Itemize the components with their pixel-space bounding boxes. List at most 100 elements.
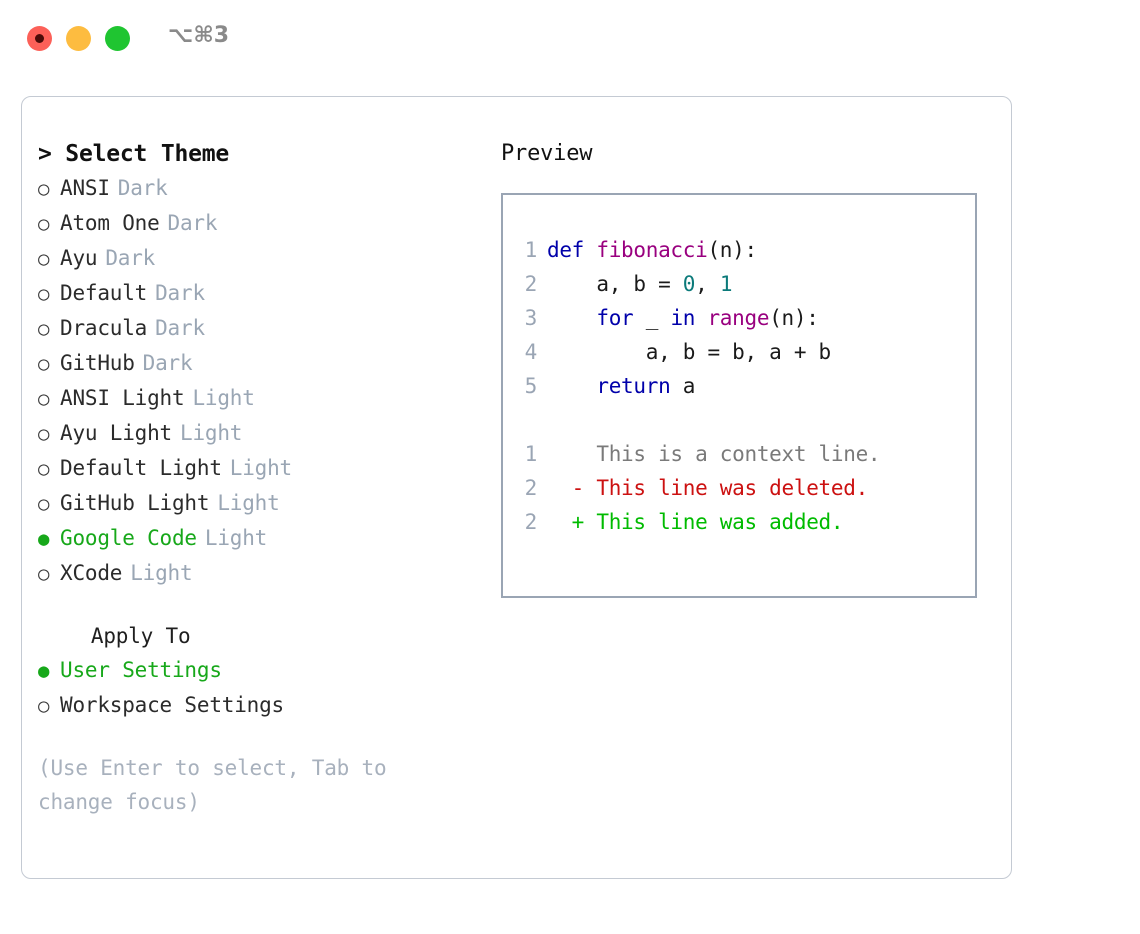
code-line: 5 return a [503, 369, 975, 403]
code-token-plain [695, 306, 707, 330]
theme-option-variant: Light [217, 491, 280, 515]
code-token-plain [547, 374, 596, 398]
code-line-text: for _ in range(n): [547, 301, 819, 335]
code-line-number: 3 [524, 306, 538, 330]
theme-option-variant: Dark [155, 316, 205, 340]
theme-option-variant: Dark [117, 176, 168, 200]
section-spacer [38, 591, 478, 619]
code-token-plain: (n): [707, 238, 757, 262]
select-theme-header: > Select Theme [38, 141, 230, 167]
radio-unselected-icon: ○ [38, 423, 50, 445]
theme-option-variant: Light [130, 561, 193, 585]
radio-unselected-icon: ○ [38, 213, 50, 235]
apply-to-option-label: User Settings [60, 658, 222, 682]
diff-line-text-del: - This line was deleted. [547, 476, 869, 500]
theme-option-label: ANSI [60, 176, 110, 200]
code-token-plain: a [670, 374, 696, 398]
code-line-number: 1 [524, 238, 538, 262]
apply-to-list: ●User Settings ○ Workspace Settings [38, 653, 478, 723]
code-token-kw: return [596, 374, 671, 398]
diff-line-number: 2 [524, 510, 538, 534]
theme-option-label: GitHub Light [60, 491, 210, 515]
theme-option-label: Default Light [60, 456, 222, 480]
theme-option-ayu-light[interactable]: ○ Ayu Light Light [38, 416, 478, 451]
code-token-kw: in [670, 306, 696, 330]
diff-line-text-ctx: This is a context line. [547, 442, 881, 466]
title-bar: ⌥⌘3 [0, 0, 1140, 78]
close-button[interactable] [27, 26, 52, 51]
apply-to-option-user-settings[interactable]: ●User Settings [38, 653, 478, 688]
radio-selected-icon: ● [38, 528, 50, 550]
code-line-number: 4 [524, 340, 538, 364]
code-diff-separator [503, 403, 975, 437]
theme-option-variant: Dark [167, 211, 218, 235]
theme-option-default-light[interactable]: ○ Default Light Light [38, 451, 478, 486]
theme-option-label: ANSI Light [60, 386, 185, 410]
theme-option-label: XCode [60, 561, 123, 585]
keyboard-shortcut-label: ⌥⌘3 [168, 23, 230, 48]
theme-option-label: Dracula [60, 316, 148, 340]
code-line: 3 for _ in range(n): [503, 301, 975, 335]
code-line: 2 a, b = 0, 1 [503, 267, 975, 301]
keyboard-hint: (Use Enter to select, Tab to change focu… [38, 756, 387, 814]
theme-option-google-code[interactable]: ● Google Code Light [38, 521, 478, 556]
theme-option-xcode[interactable]: ○ XCode Light [38, 556, 478, 591]
code-token-plain: _ [633, 306, 671, 330]
code-token-plain: , [695, 272, 720, 296]
theme-option-label: Google Code [60, 526, 197, 550]
theme-option-variant: Dark [155, 281, 205, 305]
code-token-plain: a, b = b, a + b [547, 340, 831, 364]
code-line: 1 def fibonacci(n): [503, 233, 975, 267]
radio-unselected-icon: ○ [38, 695, 50, 717]
diff-line-number: 2 [524, 476, 538, 500]
code-token-kw: def [547, 238, 597, 262]
radio-unselected-icon: ○ [38, 353, 50, 375]
theme-option-ansi[interactable]: ○ ANSI Dark [38, 171, 478, 206]
radio-unselected-icon: ○ [38, 563, 50, 585]
diff-line-text-add: + This line was added. [547, 510, 844, 534]
code-token-plain [547, 306, 596, 330]
theme-option-variant: Dark [142, 351, 193, 375]
radio-unselected-icon: ○ [38, 458, 50, 480]
traffic-light-group [27, 26, 130, 51]
radio-unselected-icon: ○ [38, 283, 50, 305]
diff-line: 2 - This line was deleted. [503, 471, 975, 505]
radio-unselected-icon: ○ [38, 178, 50, 200]
code-line-number: 5 [524, 374, 538, 398]
code-line-number: 2 [524, 272, 538, 296]
code-token-fn: fibonacci [596, 238, 708, 262]
radio-unselected-icon: ○ [38, 493, 50, 515]
diff-sample: 1 This is a context line.2 - This line w… [503, 437, 975, 539]
apply-to-header: Apply To [66, 624, 191, 648]
theme-option-variant: Light [229, 456, 292, 480]
code-token-plain: a, b = [547, 272, 683, 296]
code-line-text: def fibonacci(n): [547, 233, 757, 267]
diff-line: 1 This is a context line. [503, 437, 975, 471]
code-line: 4 a, b = b, a + b [503, 335, 975, 369]
minimize-button[interactable] [66, 26, 91, 51]
code-token-plain: (n): [769, 306, 819, 330]
theme-option-label: Ayu [60, 246, 98, 270]
diff-line: 2 + This line was added. [503, 505, 975, 539]
theme-option-github[interactable]: ○ GitHub Dark [38, 346, 478, 381]
theme-option-label: GitHub [60, 351, 135, 375]
theme-option-variant: Light [180, 421, 243, 445]
theme-option-label: Ayu Light [60, 421, 172, 445]
apply-to-option-workspace-settings[interactable]: ○ Workspace Settings [38, 688, 478, 723]
theme-option-variant: Light [204, 526, 268, 550]
apply-to-option-label: Workspace Settings [60, 693, 284, 717]
theme-option-github-light[interactable]: ○ GitHub Light Light [38, 486, 478, 521]
code-token-num: 0 [682, 272, 696, 296]
radio-unselected-icon: ○ [38, 388, 50, 410]
zoom-button[interactable] [105, 26, 130, 51]
